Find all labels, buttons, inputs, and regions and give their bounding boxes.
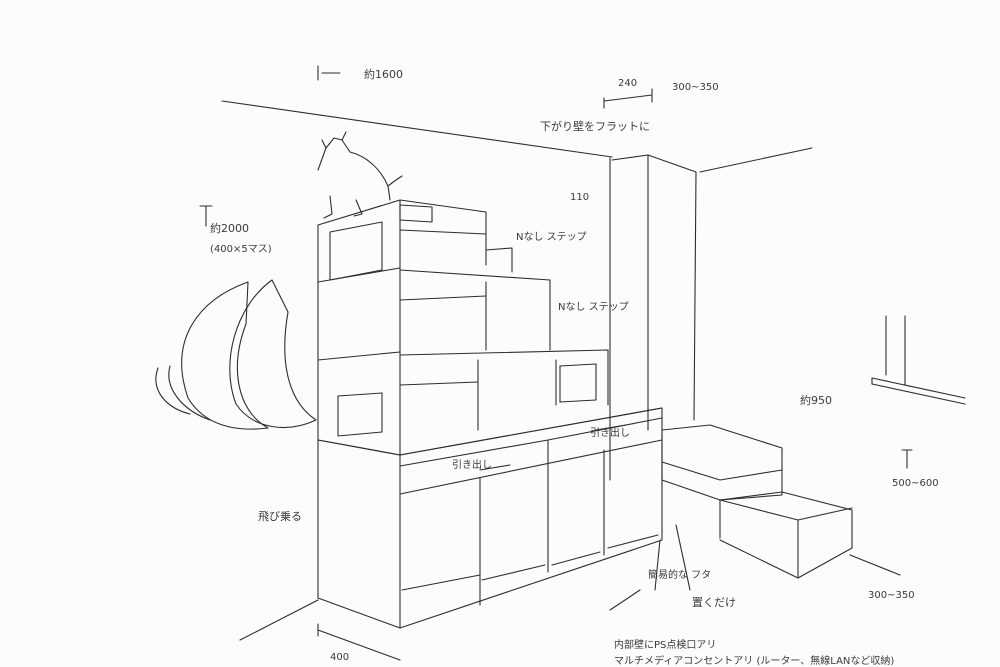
dim-arrow-bottom bbox=[317, 623, 401, 661]
note-drawer-right: 引き出し bbox=[590, 428, 630, 439]
note-depth-240: 240 bbox=[618, 78, 638, 89]
window-outline bbox=[871, 315, 966, 405]
cat-figure bbox=[317, 131, 403, 219]
note-width-top: 約1600 bbox=[364, 68, 403, 81]
note-soffit-110: 110 bbox=[570, 192, 590, 203]
drawer-pull-right bbox=[595, 424, 627, 431]
side-window bbox=[559, 363, 597, 403]
roof-hatch bbox=[399, 204, 433, 223]
note-height-total: 約2000 bbox=[210, 222, 249, 235]
pillar-outline bbox=[611, 154, 697, 431]
note-place-only: 置くだけ bbox=[692, 596, 736, 609]
note-step-upper: Nなし ステップ bbox=[516, 232, 587, 243]
note-depth-bottom-right: 300~350 bbox=[868, 590, 915, 601]
moon-hammock bbox=[155, 279, 317, 430]
main-cabinet bbox=[317, 407, 663, 629]
tower-opening bbox=[337, 392, 383, 437]
dim-arrow-950 bbox=[901, 449, 913, 469]
note-height-detail: (400×5マス) bbox=[210, 244, 272, 255]
note-jump: 飛び乗る bbox=[258, 510, 302, 523]
dim-arrow-height bbox=[199, 205, 213, 227]
leader-lines bbox=[609, 524, 691, 611]
note-height-950: 約950 bbox=[800, 394, 832, 407]
note-lid: 簡易的な フタ bbox=[648, 570, 712, 581]
steps-unit bbox=[661, 424, 853, 579]
floor-line-right bbox=[849, 554, 901, 576]
note-soffit: 下がり壁をフラットに bbox=[540, 120, 650, 133]
note-depth-bottom-left: 400 bbox=[330, 652, 350, 663]
dim-arrow-top bbox=[317, 65, 341, 81]
drawer-pull-left bbox=[479, 464, 511, 471]
note-depth-300-350: 300~350 bbox=[672, 82, 719, 93]
note-internal: 内部壁にPS点検口アリ bbox=[614, 640, 717, 651]
tower-body bbox=[317, 199, 609, 456]
ceiling-line bbox=[221, 100, 813, 173]
dim-arrow-depth bbox=[603, 88, 653, 109]
note-step-middle: Nなし ステップ bbox=[558, 302, 629, 313]
note-height-500-600: 500~600 bbox=[892, 478, 939, 489]
note-drawer-left: 引き出し bbox=[452, 460, 492, 471]
floor-line bbox=[239, 599, 319, 641]
note-bottom: マルチメディアコンセントアリ (ルーター、無線LANなど収納) bbox=[614, 656, 895, 667]
